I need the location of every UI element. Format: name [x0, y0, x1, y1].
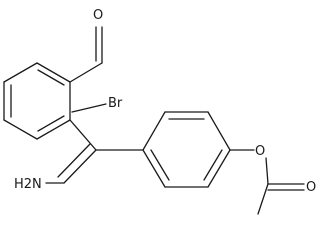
- aldehyde-oxygen-label: O: [93, 8, 103, 23]
- structure-diagram: O Br H2N O O: [3, 8, 316, 215]
- hydrazone-nh2-label: H2N: [14, 177, 42, 192]
- phenyl-acetate-ring: [95, 111, 231, 188]
- aldehyde-group: [69, 26, 103, 83]
- bromine-label: Br: [108, 96, 123, 111]
- acetate-group: [229, 149, 305, 215]
- ester-oxygen-label: O: [255, 144, 265, 159]
- hydrazone-group: [45, 143, 97, 184]
- benzaldehyde-ring: [3, 62, 71, 140]
- central-carbon-bonds: [69, 103, 107, 151]
- carbonyl-oxygen-label: O: [306, 180, 316, 195]
